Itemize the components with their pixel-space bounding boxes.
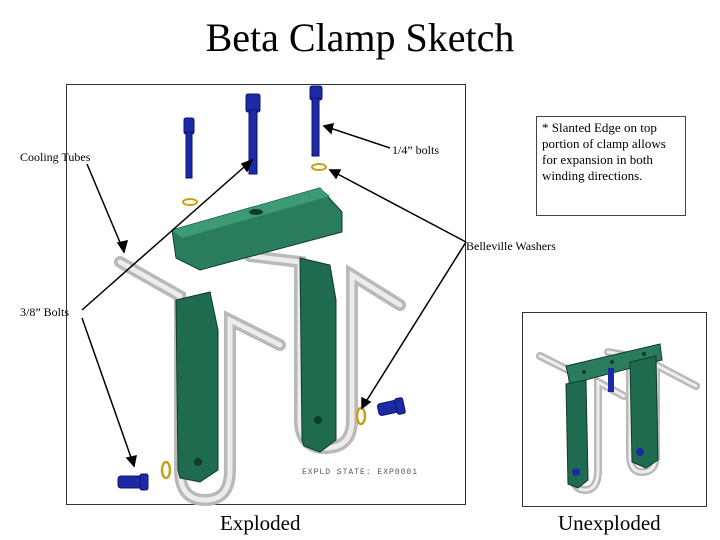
slanted-edge-note: * Slanted Edge on top portion of clamp a… [536,116,686,216]
page-title: Beta Clamp Sketch [205,15,515,60]
three-eighths-bolts [117,397,406,491]
cooling-tubes-label: Cooling Tubes [20,150,91,164]
explode-state-stamp: EXPLD STATE: EXP0001 [302,468,419,477]
belleville-washers [160,406,367,480]
three-eighths-bolts-label: 3/8” Bolts [20,305,70,319]
annotation-arrows [81,123,467,468]
clamp-arm-right [299,257,337,453]
exploded-assembly [114,85,406,507]
washers-top [182,163,327,206]
quarter-bolts-label: 1/4” bolts [392,143,439,157]
unexploded-caption: Unexploded [558,511,661,535]
clamp-arm-left [175,291,219,483]
belleville-washers-label: Belleville Washers [466,239,556,253]
exploded-view-frame [66,84,466,505]
unexploded-assembly [536,343,700,495]
unexploded-view-frame [522,312,707,507]
quarter-bolts [183,85,323,179]
exploded-caption: Exploded [220,511,301,535]
